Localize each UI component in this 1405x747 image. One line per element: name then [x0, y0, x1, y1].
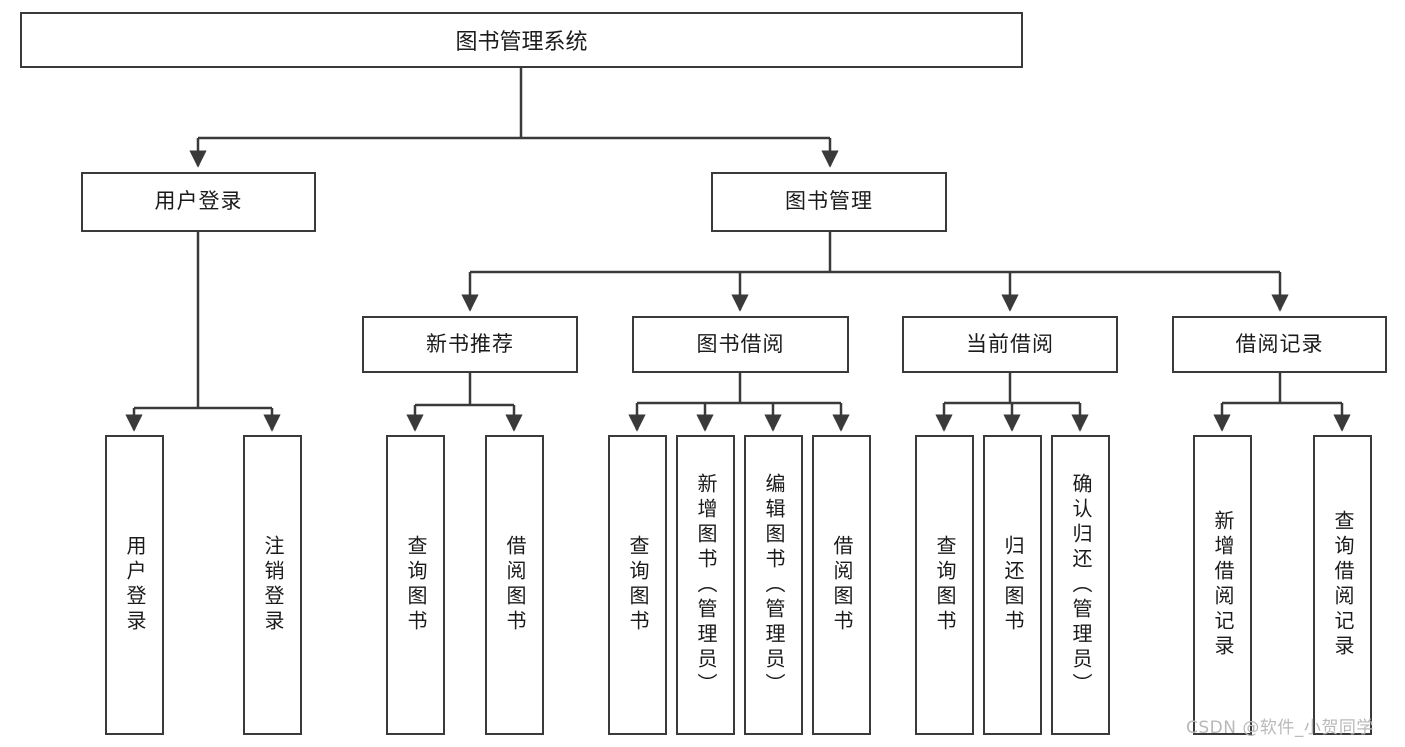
node-label: 借阅图书: [830, 535, 854, 635]
leaf-borrow-edit-book-admin[interactable]: 编辑图书（管理员）: [744, 435, 803, 735]
node-label: 确认归还（管理员）: [1069, 472, 1093, 698]
leaf-user-login-logout[interactable]: 注销登录: [243, 435, 302, 735]
node-user-login[interactable]: 用户登录: [81, 172, 316, 232]
node-book-management[interactable]: 图书管理: [711, 172, 947, 232]
node-label: 当前借阅: [966, 331, 1054, 356]
leaf-current-query-book[interactable]: 查询图书: [915, 435, 974, 735]
leaf-recommend-query-book[interactable]: 查询图书: [386, 435, 445, 735]
node-label: 图书管理系统: [455, 30, 588, 55]
node-label: 新增借阅记录: [1211, 510, 1235, 660]
leaf-record-add-record[interactable]: 新增借阅记录: [1193, 435, 1252, 735]
node-new-book-recommendation[interactable]: 新书推荐: [362, 316, 578, 373]
node-label: 查询图书: [626, 535, 650, 635]
node-label: 用户登录: [154, 189, 243, 214]
node-label: 图书管理: [785, 189, 873, 214]
csdn-watermark: CSDN @软件_小贺同学: [1186, 718, 1374, 738]
leaf-record-query-record[interactable]: 查询借阅记录: [1313, 435, 1372, 735]
leaf-current-confirm-return-admin[interactable]: 确认归还（管理员）: [1051, 435, 1110, 735]
node-book-borrowing[interactable]: 图书借阅: [632, 316, 849, 373]
node-label: 用户登录: [123, 535, 147, 635]
node-label: 新增图书（管理员）: [694, 472, 718, 698]
node-label: 查询图书: [933, 535, 957, 635]
leaf-borrow-add-book-admin[interactable]: 新增图书（管理员）: [676, 435, 735, 735]
node-borrowing-record[interactable]: 借阅记录: [1172, 316, 1387, 373]
leaf-borrow-borrow-book[interactable]: 借阅图书: [812, 435, 871, 735]
node-label: 新书推荐: [426, 331, 514, 356]
node-root-book-management-system[interactable]: 图书管理系统: [20, 12, 1023, 68]
node-label: 借阅图书: [503, 535, 527, 635]
node-label: 注销登录: [261, 535, 285, 635]
leaf-user-login-login[interactable]: 用户登录: [105, 435, 164, 735]
node-label: 编辑图书（管理员）: [762, 472, 786, 698]
leaf-current-return-book[interactable]: 归还图书: [983, 435, 1042, 735]
leaf-borrow-query-book[interactable]: 查询图书: [608, 435, 667, 735]
node-label: 图书借阅: [696, 331, 785, 356]
node-label: 查询图书: [404, 535, 428, 635]
node-label: 归还图书: [1001, 535, 1025, 635]
node-label: 查询借阅记录: [1331, 510, 1355, 660]
node-current-borrowing[interactable]: 当前借阅: [902, 316, 1118, 373]
leaf-recommend-borrow-book[interactable]: 借阅图书: [485, 435, 544, 735]
node-label: 借阅记录: [1235, 331, 1324, 356]
